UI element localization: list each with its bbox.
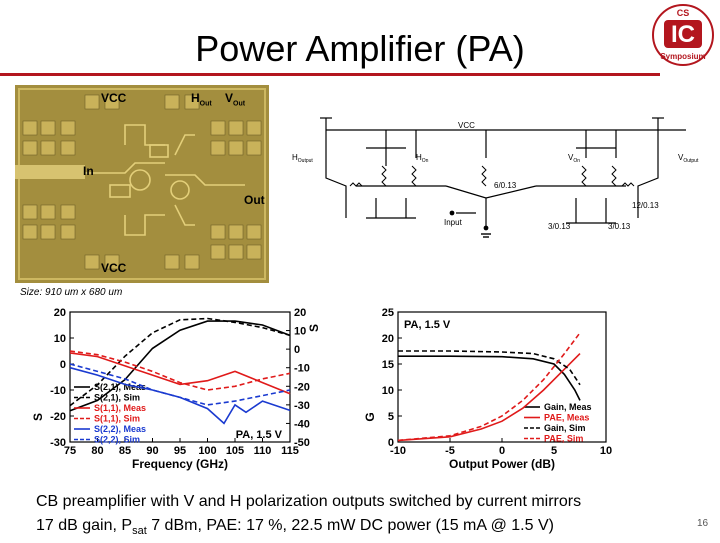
schem-size-d: 3/0.13 (608, 222, 631, 231)
x-tick-label: 85 (119, 445, 131, 457)
slide-title: Power Amplifier (PA) (195, 28, 525, 69)
caption-line-1: CB preamplifier with V and H polarizatio… (36, 493, 582, 510)
y-tick-label: -10 (50, 385, 66, 397)
schem-h-on: HOn (416, 153, 429, 164)
x-tick-label: 10 (600, 445, 612, 457)
series-line (69, 350, 291, 391)
y2-tick-label: 10 (294, 326, 306, 338)
y-tick-label: 10 (54, 333, 66, 345)
y-tick-label: 25 (382, 307, 394, 319)
die-size-caption: Size: 910 um x 680 um (20, 287, 123, 298)
legend-entry: Gain, Sim (544, 423, 586, 433)
legend-entry: S(2,2), Sim (94, 435, 140, 445)
series-line (69, 320, 291, 412)
x-tick-label: 95 (174, 445, 186, 457)
y2-axis-label: S (307, 324, 321, 332)
legend-entry: S(2,1), Meas (94, 382, 146, 392)
schem-vcc: VCC (458, 121, 475, 130)
series-line (398, 350, 581, 386)
x-tick-label: 90 (146, 445, 158, 457)
legend-entry: PAE, Sim (544, 434, 583, 444)
legend-entry: S(2,1), Sim (94, 393, 140, 403)
x-tick-label: 5 (551, 445, 557, 457)
y2-tick-label: 0 (294, 344, 300, 356)
logo-mark: IC (671, 21, 695, 48)
y2-tick-label: -20 (294, 381, 310, 393)
die-photo-drawing (15, 85, 269, 283)
legend-entry: S(1,1), Meas (94, 403, 146, 413)
symposium-logo: CS IC Symposium (652, 4, 714, 66)
legend-entry: S(2,2), Meas (94, 424, 146, 434)
die-photo: VCC HOut VOut In Out VCC (15, 85, 269, 283)
chart-annotation: PA, 1.5 V (236, 429, 283, 441)
y-tick-label: -30 (50, 437, 66, 449)
y-tick-label: 15 (382, 359, 394, 371)
y-tick-label: -20 (50, 411, 66, 423)
series-line (69, 363, 291, 406)
pa-schematic: VCC HOutput VOutput HOn VOn Input 6/0.13… (292, 117, 699, 238)
logo-bottom-text: Symposium (660, 52, 705, 61)
y2-tick-label: -50 (294, 437, 310, 449)
x-axis-label: Frequency (GHz) (132, 457, 228, 471)
schem-h-output: HOutput (292, 153, 313, 164)
die-label-vcc-bottom: VCC (101, 261, 127, 275)
x-tick-label: 75 (64, 445, 76, 457)
y2-tick-label: 20 (294, 307, 306, 319)
x-tick-label: 115 (281, 445, 299, 457)
y-axis-label: G (363, 412, 377, 421)
caption-line-2: 17 dB gain, Psat 7 dBm, PAE: 17 %, 22.5 … (36, 517, 554, 538)
schem-size-c: 3/0.13 (548, 222, 571, 231)
die-label-hout: HOut (191, 91, 212, 108)
x-tick-label: -5 (445, 445, 455, 457)
series-line (69, 352, 291, 395)
chart-annotation: PA, 1.5 V (404, 319, 451, 331)
y-tick-label: 0 (60, 359, 66, 371)
y-tick-label: 20 (382, 333, 394, 345)
series-line (69, 366, 291, 425)
series-line (397, 353, 581, 442)
schem-size-a: 6/0.13 (494, 181, 517, 190)
series-line (397, 332, 581, 442)
y-tick-label: 20 (54, 307, 66, 319)
x-tick-label: 100 (198, 445, 216, 457)
title-divider (0, 73, 660, 76)
y2-tick-label: -40 (294, 418, 310, 430)
page-number: 16 (697, 518, 709, 529)
logo-top-text: CS (677, 8, 690, 18)
y-axis-label: S (31, 413, 45, 421)
legend-entry: Gain, Meas (544, 402, 592, 412)
x-axis-label: Output Power (dB) (449, 457, 555, 471)
series-line (398, 355, 581, 401)
schem-input: Input (444, 218, 463, 227)
legend-entry: PAE, Meas (544, 413, 589, 423)
y-tick-label: 0 (388, 437, 394, 449)
slide-caption: CB preamplifier with V and H polarizatio… (36, 490, 676, 543)
die-label-vcc-top: VCC (101, 91, 127, 105)
schem-v-output: VOutput (678, 153, 699, 164)
series-line (69, 317, 291, 407)
schem-size-b: 12/0.13 (632, 201, 659, 210)
x-tick-label: 110 (254, 445, 272, 457)
schem-v-on: VOn (568, 153, 580, 164)
die-label-vout: VOut (225, 91, 246, 108)
y2-tick-label: -30 (294, 400, 310, 412)
x-tick-label: 0 (499, 445, 505, 457)
x-tick-label: -10 (390, 445, 406, 457)
legend-entry: S(1,1), Sim (94, 414, 140, 424)
y2-tick-label: -10 (294, 363, 310, 375)
die-label-in: In (83, 164, 94, 178)
y-tick-label: 5 (388, 411, 394, 423)
die-label-out: Out (244, 193, 265, 207)
x-tick-label: 80 (91, 445, 103, 457)
x-tick-label: 105 (226, 445, 244, 457)
y-tick-label: 10 (382, 385, 394, 397)
